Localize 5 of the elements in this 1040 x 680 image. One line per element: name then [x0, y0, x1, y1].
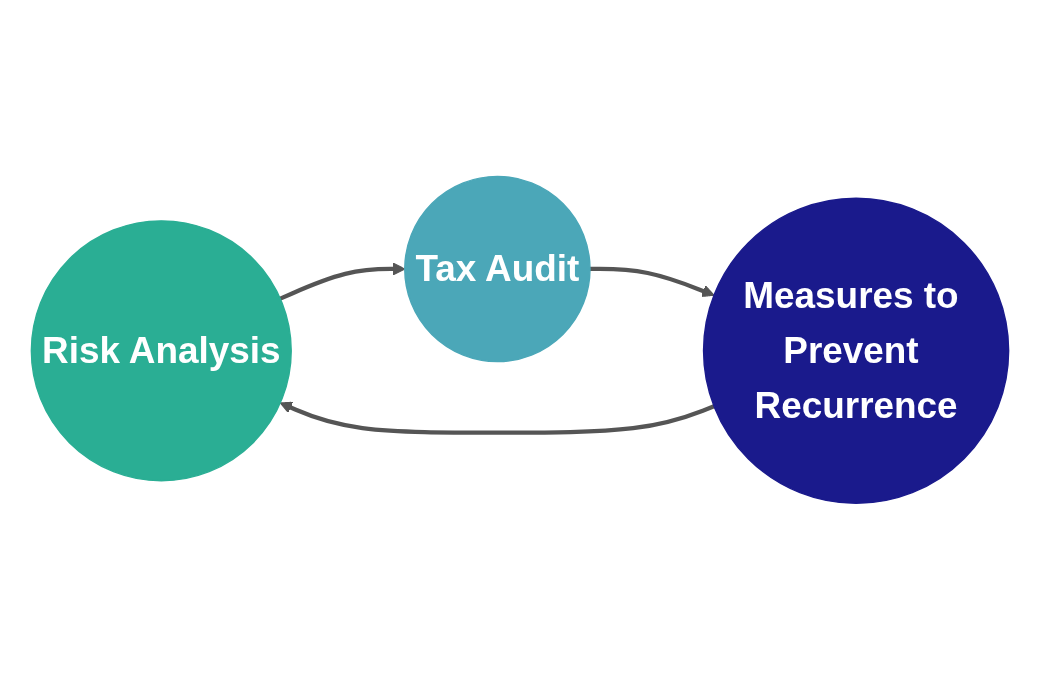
node-circle: Tax Audit	[404, 175, 591, 363]
node-circle: Measures to Prevent Recurrence	[702, 197, 1010, 505]
arrow	[279, 401, 715, 435]
node-circle: Risk Analysis	[30, 220, 292, 482]
arrow	[590, 267, 715, 298]
